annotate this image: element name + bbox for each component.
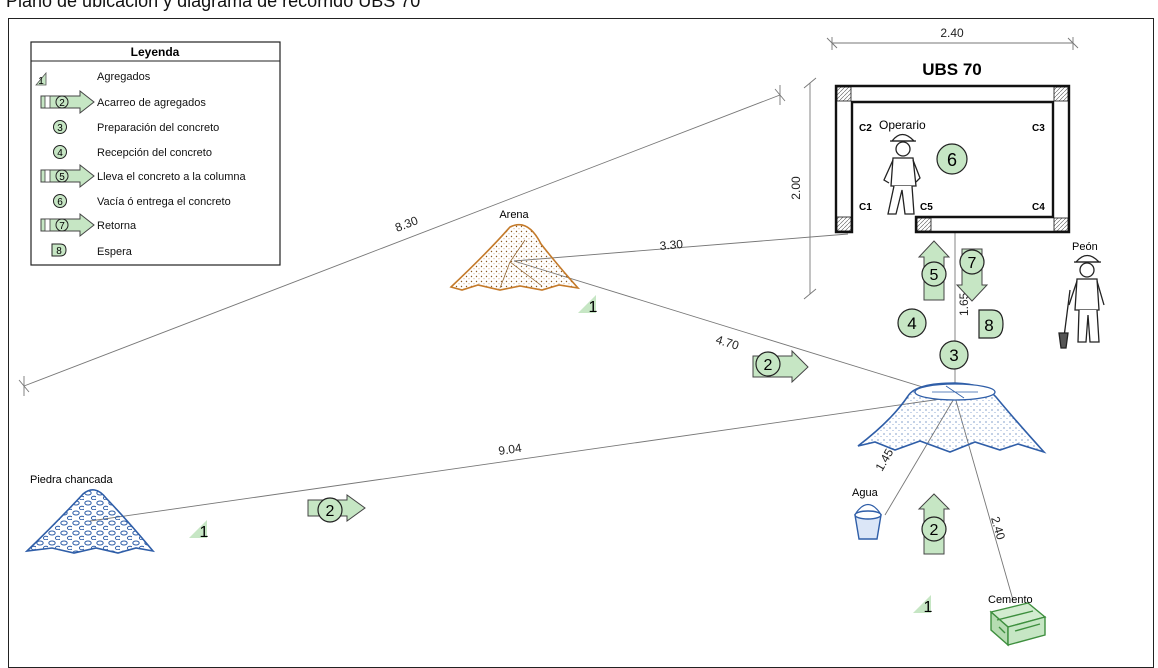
legend-label-vacia: Vacía ó entrega el concreto — [97, 196, 231, 208]
distance-label-long: 8.30 — [393, 213, 420, 235]
legend-label-recepcion: Recepción del concreto — [97, 147, 212, 159]
column-c5-label: C5 — [920, 202, 933, 213]
svg-text:7: 7 — [968, 255, 977, 272]
marker-8-wait-icon: 8 — [978, 309, 1004, 339]
building-width-label: 2.40 — [940, 26, 964, 40]
legend-symbol-retorna-icon: 7 — [40, 212, 95, 238]
cemento-label: Cemento — [988, 594, 1033, 606]
agua-label: Agua — [852, 487, 879, 499]
legend-symbol-acarreo-icon: 2 — [40, 89, 95, 115]
line-piedra-mixer — [89, 396, 956, 522]
piedra-chancada-pile-icon — [24, 489, 156, 554]
svg-text:1: 1 — [924, 599, 933, 616]
svg-text:6: 6 — [947, 150, 957, 170]
distance-lines — [18, 85, 1014, 601]
line-arena-mixer — [513, 260, 956, 398]
column-c1-label: C1 — [859, 202, 872, 213]
piedra-chancada-label: Piedra chancada — [30, 474, 113, 486]
legend-symbol-agregados-icon: 1 — [35, 71, 47, 87]
peon-label: Peón — [1072, 241, 1098, 253]
marker-1-cemento: 1 — [913, 595, 933, 616]
building-ubs70: 2.40 UBS 70 2.00 C2 C3 C1 C5 C4 Operario — [789, 26, 1079, 300]
marker-5-up-arrow-icon: 5 — [917, 240, 951, 301]
page-title: Plano de ubicación y diagrama de recorri… — [6, 0, 421, 11]
marker-2-piedra-arrow-icon: 2 — [307, 494, 366, 523]
svg-text:4: 4 — [907, 314, 916, 333]
peon-worker-icon — [1058, 254, 1105, 349]
cement-bags-icon — [989, 602, 1047, 647]
marker-2-cemento-arrow-icon: 2 — [917, 493, 951, 555]
svg-text:3: 3 — [57, 123, 63, 134]
building-name: UBS 70 — [922, 60, 982, 79]
marker-1-piedra: 1 — [189, 520, 209, 541]
arena-label: Arena — [499, 209, 529, 221]
svg-text:2: 2 — [764, 357, 773, 374]
operario-label: Operario — [879, 118, 926, 132]
svg-text:5: 5 — [59, 172, 65, 183]
svg-text:2: 2 — [930, 522, 939, 539]
column-c4-label: C4 — [1032, 202, 1045, 213]
svg-text:8: 8 — [984, 316, 993, 335]
distance-label-agua-mixer: 1.45 — [872, 446, 896, 474]
legend-title: Leyenda — [131, 45, 180, 59]
svg-text:5: 5 — [930, 267, 939, 284]
marker-3-circle: 3 — [939, 340, 969, 370]
water-bucket-icon — [854, 503, 882, 540]
svg-text:7: 7 — [59, 221, 65, 232]
legend-symbol-espera-icon: 8 — [51, 243, 67, 257]
legend-label-acarreo: Acarreo de agregados — [97, 97, 206, 109]
line-arena-building — [513, 233, 849, 262]
svg-text:4: 4 — [57, 148, 63, 159]
svg-text:8: 8 — [56, 246, 62, 257]
legend-symbol-recepcion-icon: 4 — [53, 145, 67, 159]
arena-pile-icon — [449, 223, 581, 291]
building-height-label: 2.00 — [789, 176, 803, 200]
svg-text:1: 1 — [38, 76, 44, 87]
marker-6-circle: 6 — [936, 143, 968, 175]
legend-label-espera: Espera — [97, 246, 133, 258]
distance-label-piedra-mixer: 9.04 — [497, 441, 522, 458]
svg-text:3: 3 — [949, 346, 958, 365]
marker-4-circle: 4 — [897, 308, 927, 338]
svg-text:2: 2 — [59, 98, 65, 109]
dimension-line-long — [23, 94, 781, 387]
concrete-mixing-area-icon — [857, 382, 1047, 454]
legend-label-agregados: Agregados — [97, 71, 151, 83]
svg-text:2: 2 — [326, 503, 335, 520]
legend-symbol-vacia-icon: 6 — [53, 194, 67, 208]
distance-label-arena-mixer: 4.70 — [714, 332, 741, 352]
marker-7-down-arrow-icon: 7 — [955, 248, 989, 302]
svg-text:1: 1 — [200, 524, 209, 541]
column-c2-label: C2 — [859, 123, 872, 134]
legend-label-retorna: Retorna — [97, 220, 137, 232]
legend: Leyenda 1 2 3 4 5 6 — [30, 41, 281, 266]
legend-symbol-preparacion-icon: 3 — [53, 120, 67, 134]
column-c3-label: C3 — [1032, 123, 1045, 134]
operario-worker-icon — [883, 133, 921, 215]
marker-2-arena-arrow-icon: 2 — [752, 349, 809, 384]
legend-label-lleva: Lleva el concreto a la columna — [97, 171, 246, 183]
distance-label-mixer-building: 1.65 — [957, 292, 971, 316]
svg-text:1: 1 — [589, 299, 598, 316]
marker-1-arena: 1 — [578, 295, 598, 316]
distance-label-cemento-mixer: 2.40 — [988, 515, 1008, 542]
legend-label-preparacion: Preparación del concreto — [97, 122, 219, 134]
distance-label-arena-building: 3.30 — [659, 237, 684, 253]
legend-symbol-lleva-icon: 5 — [40, 163, 95, 189]
svg-text:6: 6 — [57, 197, 63, 208]
